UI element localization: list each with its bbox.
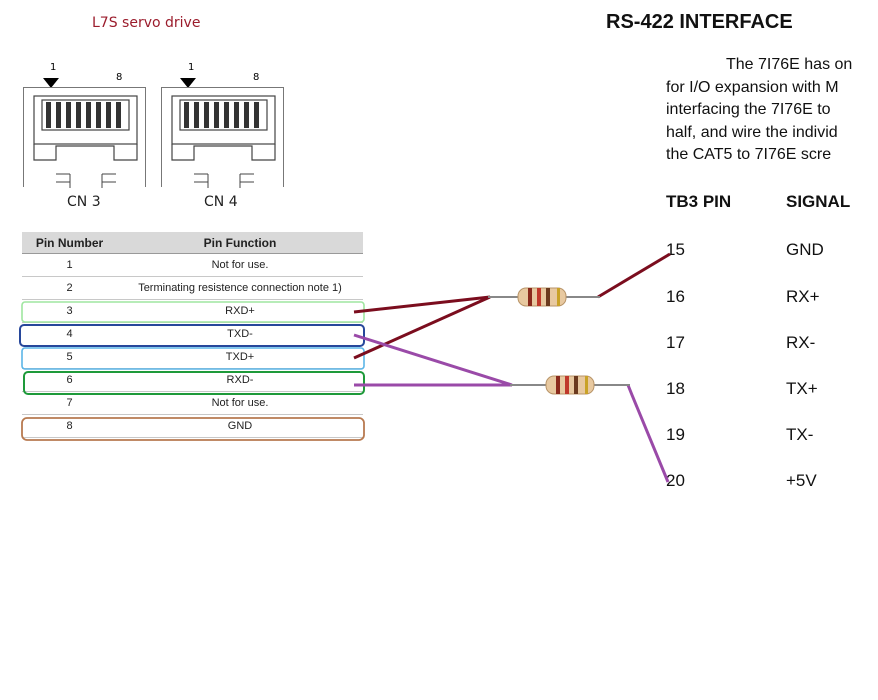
- pin-number: 7: [22, 391, 117, 415]
- tb3-signal: +5V: [786, 471, 817, 490]
- cn3-pin1-arrow-icon: [43, 78, 59, 88]
- tb3-signal: GND: [786, 240, 824, 259]
- pin-function: GND: [117, 414, 363, 438]
- pin-number: 8: [22, 414, 117, 438]
- tb3-pin: 19: [666, 425, 685, 444]
- cn4-pin1-label: 1: [188, 62, 195, 73]
- tb3-pin: 18: [666, 379, 685, 398]
- tb3-pin: 15: [666, 240, 685, 259]
- wire-txd-minus: [353, 333, 513, 387]
- cn4-connector: [161, 87, 284, 188]
- paragraph-line: interfacing the 7I76E to: [666, 101, 831, 118]
- rj45-jack-icon: [171, 95, 276, 188]
- tb3-pin: 17: [666, 333, 685, 352]
- pin-function: Not for use.: [117, 391, 363, 415]
- cn3-connector: [23, 87, 146, 188]
- tb3-signal: RX-: [786, 333, 816, 352]
- resistor-icon: [510, 375, 630, 395]
- cn4-pin1-arrow-icon: [180, 78, 196, 88]
- wire-to-gnd: [597, 252, 671, 299]
- pin-number: 3: [22, 299, 117, 323]
- tb3-pin: 16: [666, 287, 685, 306]
- pin-function: RXD-: [117, 368, 363, 392]
- table-header-row: Pin Number Pin Function: [22, 232, 363, 254]
- resistor-icon: [488, 287, 600, 307]
- servo-drive-title: L7S servo drive: [92, 15, 201, 31]
- wire-txd-plus: [353, 295, 491, 360]
- pin-number: 6: [22, 368, 117, 392]
- paragraph-line: for I/O expansion with M: [666, 78, 839, 96]
- pin-number: 1: [22, 253, 117, 277]
- pin-function: Terminating resistence connection note 1…: [117, 276, 363, 300]
- pin-number-header: Pin Number: [22, 232, 117, 254]
- rs422-paragraph: The 7I76E has on for I/O expansion with …: [666, 54, 878, 167]
- pin-number: 5: [22, 345, 117, 369]
- pin-function-header: Pin Function: [117, 232, 363, 254]
- pin-number: 4: [22, 322, 117, 346]
- tb3-signal: TX+: [786, 379, 818, 398]
- pin-number: 2: [22, 276, 117, 300]
- pin-function: TXD+: [117, 345, 363, 369]
- tb3-signal: TX-: [786, 425, 814, 444]
- tb3-pin-header: TB3 PIN: [666, 192, 732, 211]
- wire-to-plus5v: [626, 384, 670, 483]
- pin-function: RXD+: [117, 299, 363, 323]
- cn3-pin8-label: 8: [116, 72, 123, 83]
- wire-rxd-plus: [353, 295, 491, 314]
- rs422-title: RS-422 INTERFACE: [606, 11, 793, 33]
- paragraph-line: half, and wire the individ: [666, 123, 838, 141]
- cn3-label: CN 3: [67, 194, 101, 210]
- cn3-pin1-label: 1: [50, 62, 57, 73]
- tb3-pin: 20: [666, 471, 685, 490]
- pin-function: Not for use.: [117, 253, 363, 277]
- cn4-label: CN 4: [204, 194, 238, 210]
- signal-header: SIGNAL: [786, 192, 851, 211]
- cn4-pin8-label: 8: [253, 72, 260, 83]
- pin-function: TXD-: [117, 322, 363, 346]
- paragraph-line: the CAT5 to 7I76E scre: [666, 146, 832, 163]
- paragraph-line: The 7I76E has on: [726, 56, 853, 73]
- tb3-signal: RX+: [786, 287, 820, 306]
- rj45-jack-icon: [33, 95, 138, 188]
